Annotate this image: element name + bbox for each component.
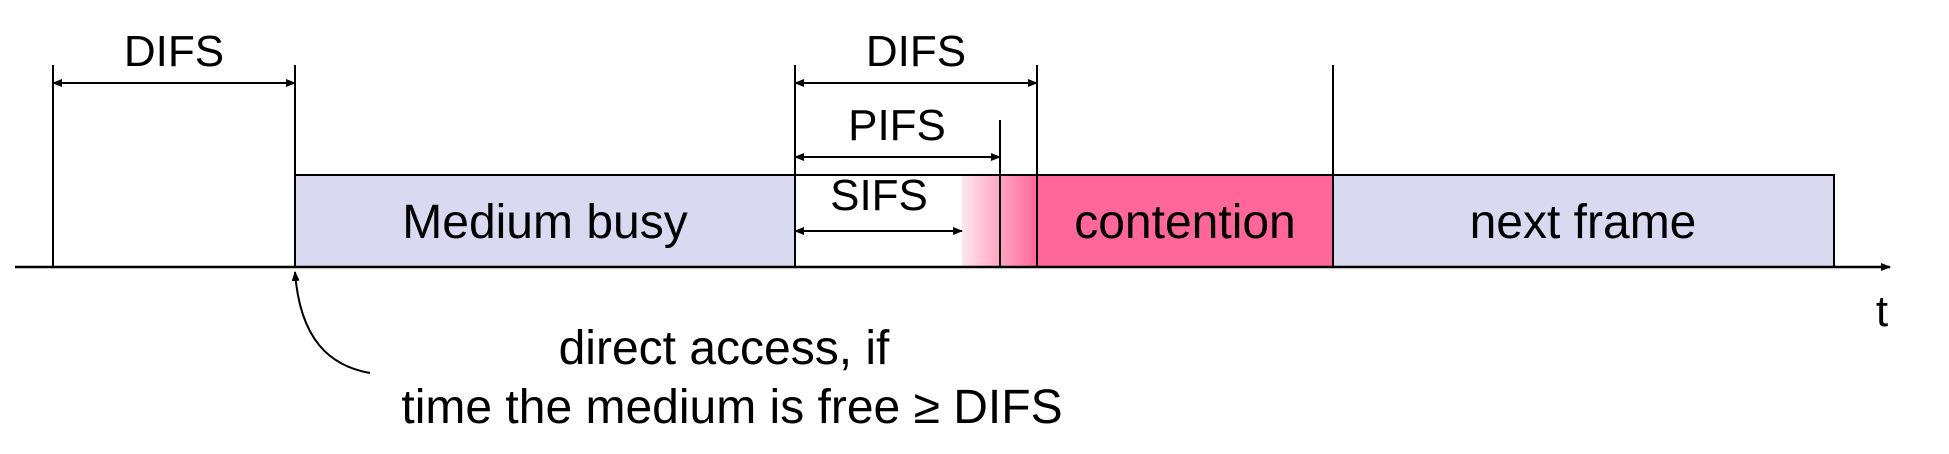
next-frame-box: [1332, 174, 1835, 268]
next-frame-label: next frame: [1470, 196, 1697, 249]
time-axis-label: t: [1876, 287, 1888, 336]
caption-line-2: time the medium is free ≥ DIFS: [401, 381, 1062, 434]
pifs-label: PIFS: [848, 101, 946, 150]
sifs-label: SIFS: [830, 171, 928, 220]
medium-busy-label: Medium busy: [402, 196, 687, 249]
left-difs-label: DIFS: [124, 27, 224, 76]
contention-box: [1036, 174, 1334, 268]
caption-line-1: direct access, if: [559, 322, 890, 375]
direct-access-arrow: [291, 271, 371, 374]
medium-busy-box: [294, 174, 796, 268]
top-difs-label: DIFS: [866, 27, 966, 76]
contention-label: contention: [1074, 196, 1296, 249]
